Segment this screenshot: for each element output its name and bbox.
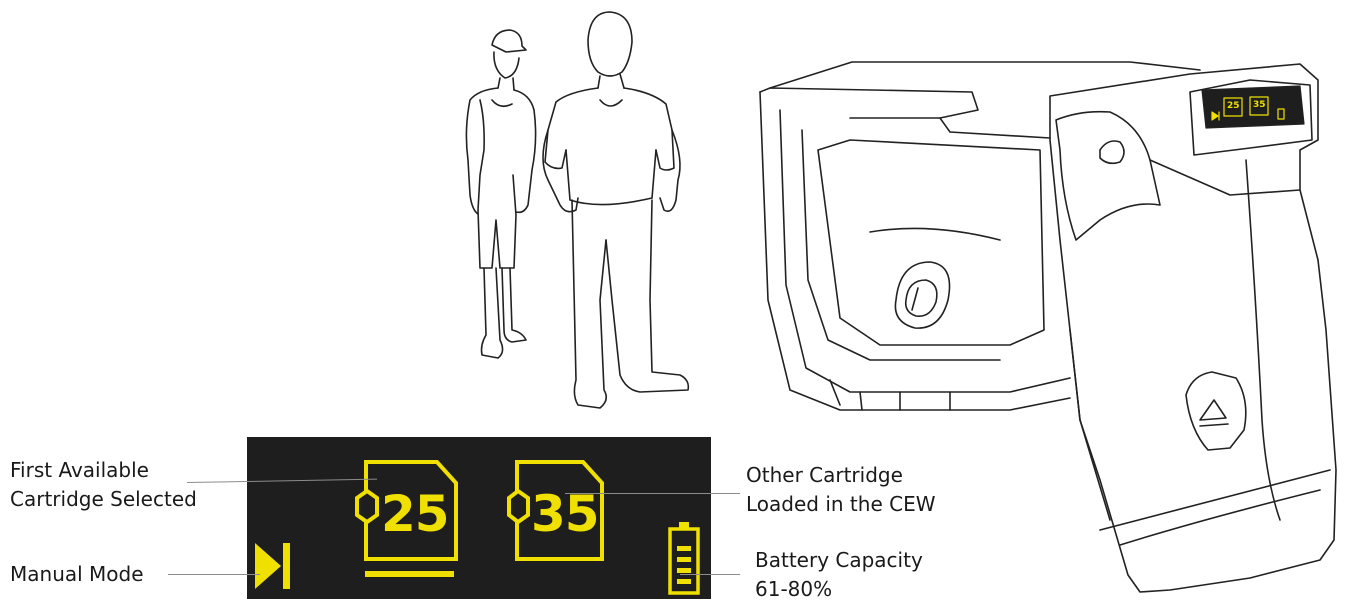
callout-battery-line-2: 61-80%	[755, 577, 833, 601]
callout-battery: Battery Capacity 61-80%	[755, 546, 923, 604]
callout-first-cartridge: First Available Cartridge Selected	[10, 456, 197, 514]
cew-device-illustration	[759, 61, 1337, 593]
callout-other-cartridge: Other Cartridge Loaded in the CEW	[746, 461, 935, 519]
callout-manual-mode-line-1: Manual Mode	[10, 562, 144, 586]
battery-bar	[677, 557, 691, 562]
leader-line-battery	[680, 574, 740, 575]
battery-bar	[677, 546, 691, 551]
mini-cartridge-1-number: 25	[1227, 101, 1240, 111]
leader-line-manual-mode	[168, 574, 260, 575]
battery-bar	[677, 535, 691, 540]
callout-other-cartridge-line-2: Loaded in the CEW	[746, 492, 936, 516]
second-cartridge-number: 35	[531, 485, 600, 543]
callout-battery-line-1: Battery Capacity	[755, 548, 923, 572]
manual-mode-icon	[255, 543, 290, 589]
cartridge-icon-second	[507, 460, 604, 561]
battery-bar	[677, 579, 691, 584]
callout-other-cartridge-line-1: Other Cartridge	[746, 463, 903, 487]
cew-display-panel: 25 35	[247, 437, 711, 599]
callout-manual-mode: Manual Mode	[10, 560, 144, 589]
selected-cartridge-underline	[365, 571, 454, 577]
callout-first-cartridge-line-1: First Available	[10, 458, 149, 482]
callout-first-cartridge-line-2: Cartridge Selected	[10, 487, 197, 511]
display-graphics	[255, 460, 700, 595]
person-left-figure	[465, 29, 537, 359]
battery-bar	[677, 568, 691, 573]
leader-line-other-cartridge	[565, 493, 740, 494]
mini-cartridge-2-number: 35	[1253, 100, 1266, 110]
first-cartridge-number: 25	[381, 485, 450, 543]
person-right-figure	[542, 11, 690, 409]
battery-icon	[668, 522, 700, 595]
cartridge-icon-first	[355, 460, 458, 561]
device-mini-display	[1201, 85, 1305, 129]
